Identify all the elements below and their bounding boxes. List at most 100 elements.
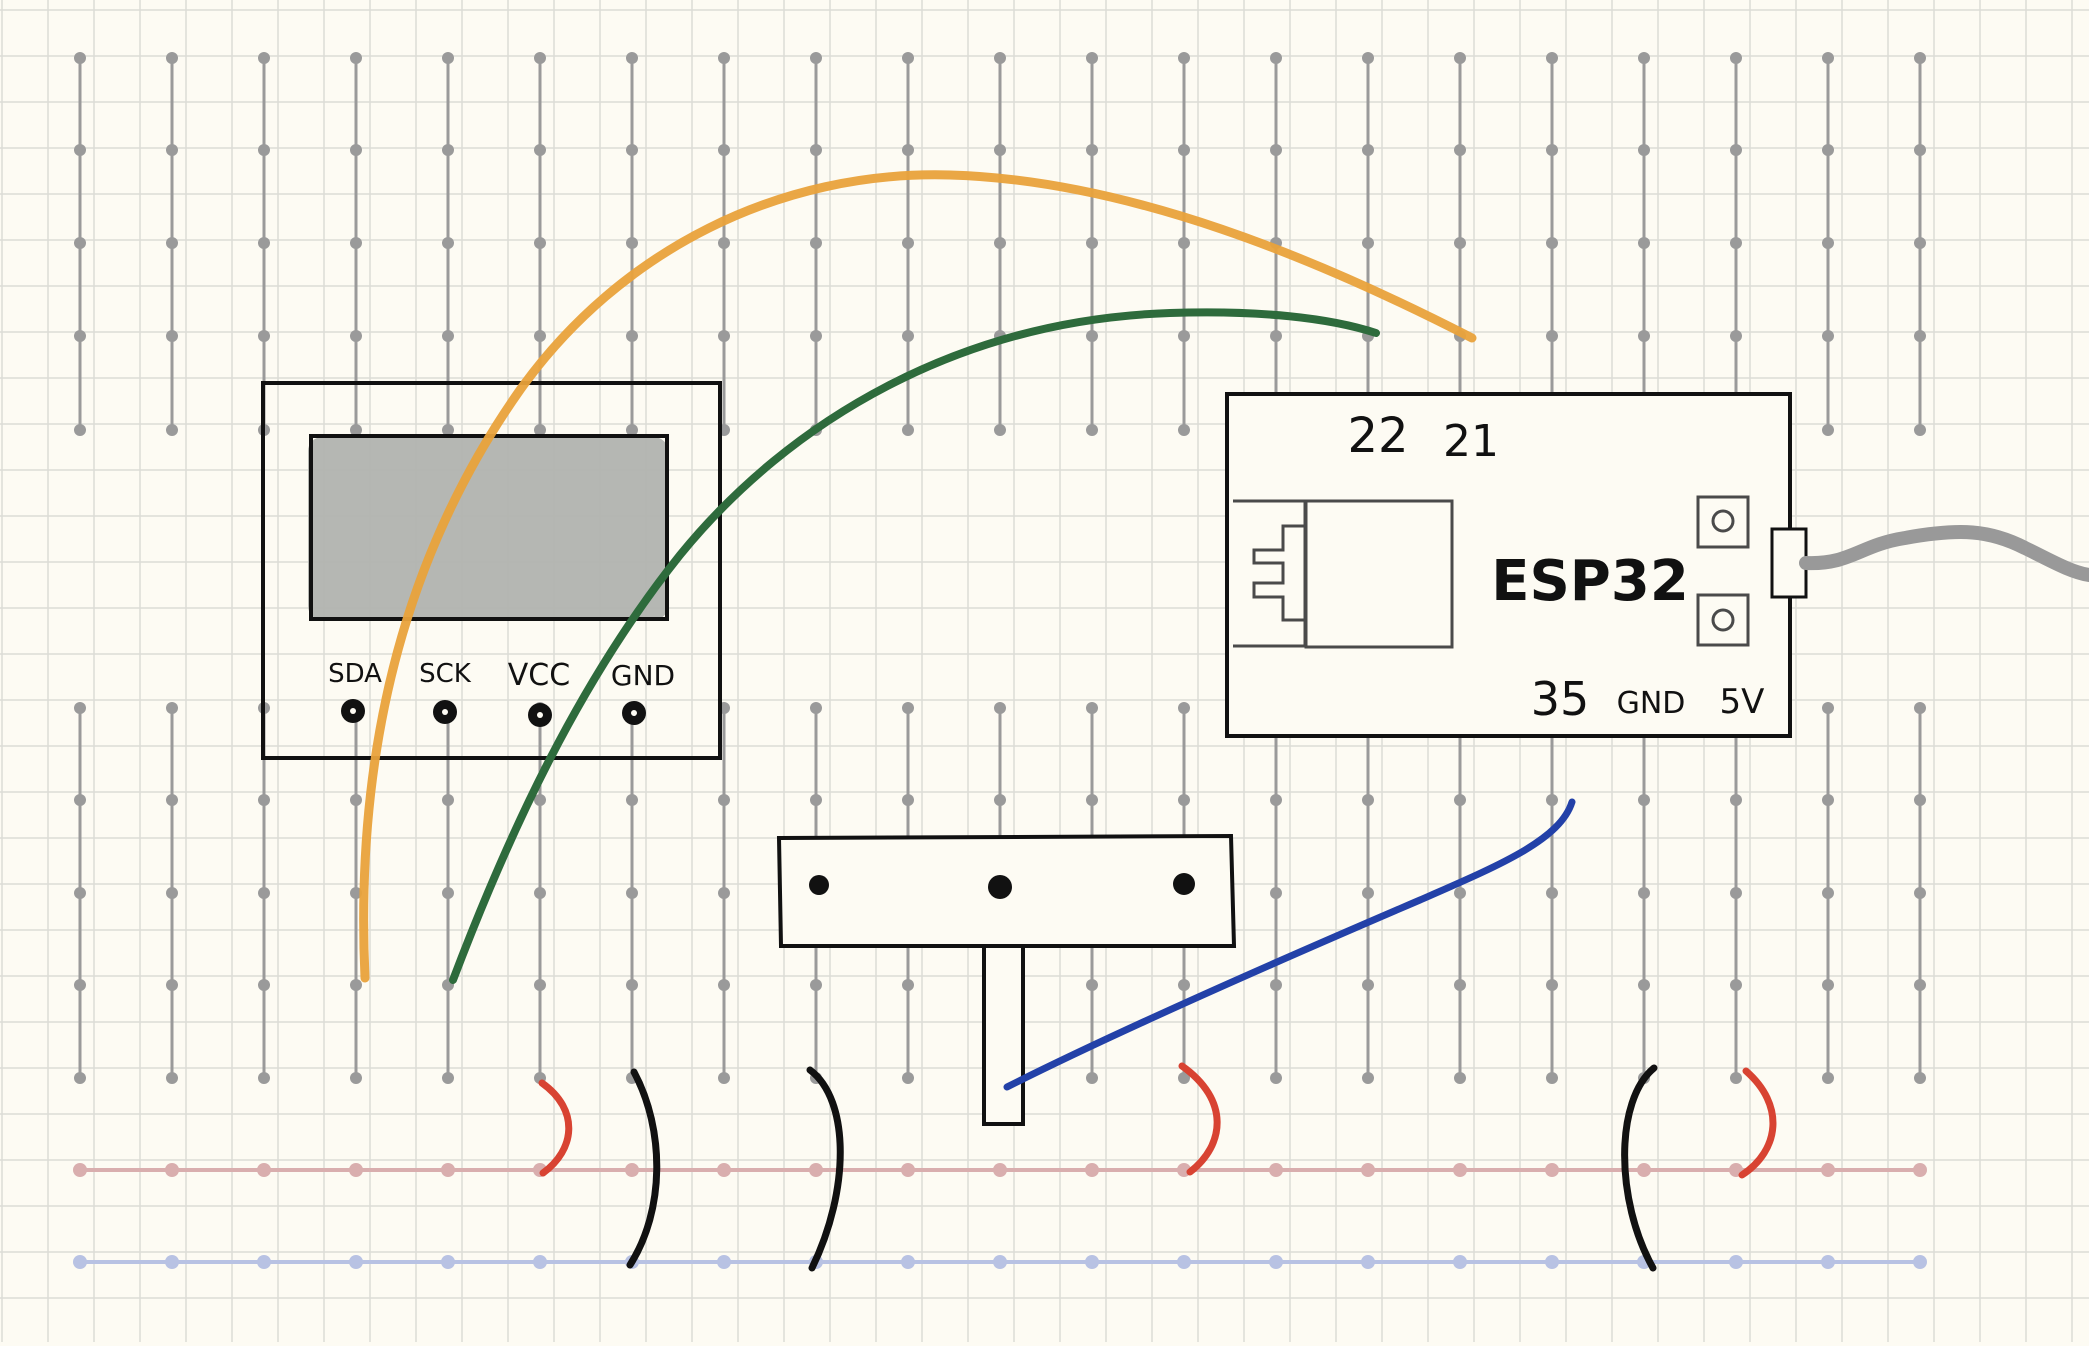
breadboard-hole [534,237,546,249]
breadboard-hole [1086,979,1098,991]
breadboard-hole [1914,424,1926,436]
breadboard-hole [1914,1072,1926,1084]
breadboard-hole [74,979,86,991]
breadboard-hole [1270,979,1282,991]
positive-rail-hole [1361,1163,1375,1177]
ground-jumper-wire [626,1068,661,1269]
breadboard-hole [718,330,730,342]
breadboard-hole [810,702,822,714]
breadboard-hole [1638,794,1650,806]
breadboard-hole [166,330,178,342]
breadboard-hole [166,144,178,156]
breadboard-hole [1086,330,1098,342]
positive-rail-hole [73,1163,87,1177]
breadboard-hole [902,794,914,806]
potentiometer-shaft [982,944,1025,1126]
positive-rail-hole [993,1163,1007,1177]
breadboard-hole [626,424,638,436]
breadboard-hole [74,52,86,64]
positive-rail-hole [901,1163,915,1177]
esp32-board-outline [1225,392,1792,738]
breadboard-hole [1730,979,1742,991]
breadboard-hole [626,979,638,991]
breadboard-hole [718,887,730,899]
breadboard-hole [1638,330,1650,342]
breadboard-hole [810,237,822,249]
breadboard-hole [1914,702,1926,714]
breadboard-hole [1546,887,1558,899]
breadboard-hole [718,1072,730,1084]
potentiometer-signal-wire [1003,798,1576,1091]
breadboard-hole [1730,1072,1742,1084]
negative-rail-hole [1453,1255,1467,1269]
breadboard-hole [74,887,86,899]
breadboard-hole [902,237,914,249]
breadboard-hole [1638,979,1650,991]
breadboard-hole [1730,887,1742,899]
breadboard-hole [74,237,86,249]
esp32-top-pin-label: 22 [1347,408,1408,464]
positive-rail-hole [809,1163,823,1177]
breadboard-hole [1914,887,1926,899]
breadboard-hole [1546,144,1558,156]
breadboard-hole [1914,794,1926,806]
breadboard-hole [1638,887,1650,899]
breadboard-hole [626,330,638,342]
negative-rail-hole [901,1255,915,1269]
breadboard-hole [1362,887,1374,899]
breadboard-hole [166,52,178,64]
breadboard-hole [1638,237,1650,249]
breadboard-hole [534,887,546,899]
reset-button [1696,593,1750,647]
breadboard-hole [1086,237,1098,249]
breadboard-hole [1270,1072,1282,1084]
positive-rail-hole [717,1163,731,1177]
breadboard-hole [350,887,362,899]
breadboard-hole [1086,702,1098,714]
breadboard-hole [626,237,638,249]
potentiometer-pin [809,875,829,895]
breadboard-hole [1914,237,1926,249]
breadboard-hole [994,52,1006,64]
breadboard-hole [810,979,822,991]
breadboard-hole [166,424,178,436]
breadboard-hole [1362,1072,1374,1084]
positive-rail-hole [441,1163,455,1177]
breadboard-hole [994,237,1006,249]
breadboard-hole [1730,794,1742,806]
breadboard-hole [718,979,730,991]
breadboard-hole [1362,52,1374,64]
positive-rail-hole [1269,1163,1283,1177]
negative-rail-hole [993,1255,1007,1269]
positive-rail-hole [625,1163,639,1177]
breadboard-hole [534,144,546,156]
breadboard-hole [74,144,86,156]
breadboard-hole [902,424,914,436]
breadboard-hole [1454,144,1466,156]
power-jumper-wire [1178,1062,1221,1176]
breadboard-hole [534,52,546,64]
breadboard-hole [1546,330,1558,342]
breadboard-hole [1454,52,1466,64]
breadboard-hole [350,237,362,249]
breadboard-hole [718,52,730,64]
usb-connector-pins [1252,524,1305,622]
breadboard-hole [810,52,822,64]
breadboard-hole [810,794,822,806]
sck-wire [449,308,1380,984]
breadboard-hole [1362,144,1374,156]
breadboard-hole [902,979,914,991]
breadboard-hole [1270,794,1282,806]
potentiometer [776,833,1237,1126]
breadboard-hole [350,794,362,806]
breadboard-hole [1914,979,1926,991]
breadboard-hole [350,330,362,342]
breadboard-hole [350,1072,362,1084]
breadboard-hole [1362,979,1374,991]
power-rails [73,1163,1927,1269]
breadboard-hole [626,794,638,806]
breadboard-hole [1638,52,1650,64]
breadboard-hole [1914,144,1926,156]
breadboard-hole [1178,702,1190,714]
